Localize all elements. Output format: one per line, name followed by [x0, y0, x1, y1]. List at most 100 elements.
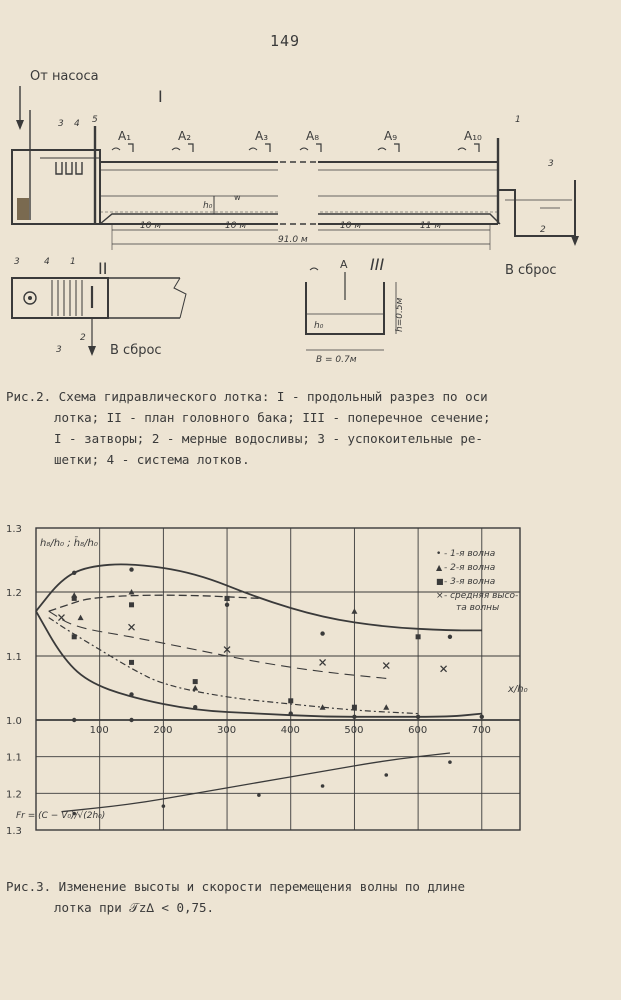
caption-line: лотка при 𝒯z∆ < 0,75. [54, 900, 215, 915]
legend-marker: ▲ [436, 563, 443, 572]
y-tick-label-bottom: 1.2 [6, 789, 22, 800]
point-wave2 [351, 608, 358, 614]
series-line [48, 617, 419, 715]
x-tick-label: 200 [153, 725, 172, 736]
part-number: 1 [70, 257, 76, 267]
dim-segment: 10 м [140, 221, 161, 231]
point-wave1 [72, 570, 77, 575]
legend-marker: • [436, 549, 441, 559]
x-tick-label: 300 [217, 725, 236, 736]
point-wave1 [129, 717, 134, 723]
legend-item: - средняя высо- [444, 591, 518, 601]
point-fr [72, 811, 77, 816]
point-fr [161, 804, 166, 808]
legend-marker: × [436, 591, 444, 601]
part-number: 4 [74, 119, 80, 129]
part-number: 1 [515, 115, 521, 125]
x-tick-label: 500 [344, 725, 363, 736]
fig2-schematic: I От насоса h₀ w A₁ A₂ A₃ A₈ A₉ A₁₀ В сб… [11, 69, 579, 365]
gate-label: A₁ [118, 129, 131, 143]
point-wave2 [128, 589, 135, 595]
y-tick-label: 1.2 [6, 588, 22, 599]
point-fr [384, 773, 389, 777]
point-wave3 [129, 602, 135, 608]
height-dim: h=0.5м [395, 297, 405, 332]
point-wave3 [192, 679, 198, 685]
drain-label-1: В сброс [505, 263, 557, 278]
series-line [61, 752, 451, 813]
point-mean [58, 614, 65, 622]
point-wave3 [288, 698, 294, 704]
wave-label: w [234, 193, 241, 202]
gate-label: A₃ [255, 129, 268, 143]
point-wave2 [319, 704, 326, 710]
x-tick-label: 100 [90, 725, 109, 736]
gate-label: A₉ [384, 129, 397, 143]
x-tick-label: 700 [472, 725, 491, 736]
y-tick-label: 1.1 [6, 652, 22, 663]
point-wave1 [415, 714, 421, 719]
plot-frame [35, 527, 521, 831]
part-number: 2 [540, 225, 546, 235]
part-number: 4 [44, 257, 50, 267]
figure3-caption: Рис.3. Изменение высоты и скорости перем… [6, 876, 611, 918]
legend: • - 1-я волна ▲ - 2-я волна ■ - 3-я волн… [436, 549, 518, 613]
part-number: 2 [80, 333, 86, 343]
point-mean [223, 646, 231, 654]
view1-label: I [158, 87, 163, 106]
point-wave1 [447, 634, 453, 639]
point-wave3 [129, 659, 135, 665]
point-mean [440, 665, 448, 673]
gate-label: A₁₀ [464, 129, 482, 143]
legend-item: - 3-я волна [444, 577, 495, 587]
dimension-lines: 10 м 10 м 10 м 11 м 91.0 м [111, 221, 491, 250]
h0-label: h₀ [203, 201, 213, 211]
series-line [35, 563, 482, 632]
page-number: 149 [270, 32, 301, 50]
dim-segment: 11 м [420, 221, 441, 231]
part-number: 5 [92, 115, 98, 125]
gate-label-single: A [340, 258, 348, 271]
caption-line: Рис.3. Изменение высоты и скорости перем… [6, 879, 466, 894]
x-tick-label: 400 [281, 725, 300, 736]
legend-marker: ■ [436, 577, 444, 586]
y-tick-label: 1.0 [6, 716, 22, 727]
point-wave1 [129, 567, 134, 572]
figure2-caption: Рис.2. Схема гидравлического лотка: I - … [6, 386, 611, 470]
point-wave2 [192, 685, 199, 691]
legend-item: - 2-я волна [444, 563, 495, 573]
point-mean [319, 658, 327, 666]
caption-line: шетки; 4 - система лотков. [54, 452, 250, 467]
point-wave2 [77, 614, 84, 621]
y-tick-label: 1.3 [6, 524, 22, 535]
point-wave1 [129, 692, 134, 697]
point-wave3 [71, 634, 77, 640]
dim-segment: 10 м [340, 221, 361, 231]
point-wave1 [72, 717, 77, 723]
point-fr [320, 784, 325, 788]
x-tick-label: 600 [408, 725, 427, 736]
point-wave1 [352, 714, 357, 719]
dim-segment: 10 м [225, 221, 246, 231]
point-fr [448, 760, 452, 764]
dim-total: 91.0 м [278, 235, 308, 245]
from-pump-label: От насоса [30, 69, 99, 84]
legend-item: та волны [456, 603, 499, 613]
point-wave1 [479, 714, 484, 719]
point-wave3 [351, 704, 357, 710]
part-number: 3 [14, 257, 20, 267]
x-axis-label: x/h₀ [507, 684, 528, 695]
width-dim: B = 0.7м [316, 355, 357, 365]
y-axis-label: h₈/h₀ ; h̄₈/h₀ [40, 536, 98, 549]
caption-line: лотка; II - план головного бака; III - п… [54, 410, 491, 425]
point-wave3 [224, 595, 230, 601]
point-mean [128, 623, 135, 631]
drain-label-2: В сброс [110, 343, 162, 358]
part-number: 3 [58, 119, 64, 129]
caption-line: I - затворы; 2 - мерные водосливы; 3 - у… [54, 431, 483, 446]
view2-label: II [98, 259, 107, 278]
point-wave1 [288, 711, 293, 716]
point-fr [257, 793, 261, 797]
point-wave3 [415, 634, 421, 640]
point-wave1 [224, 602, 230, 607]
